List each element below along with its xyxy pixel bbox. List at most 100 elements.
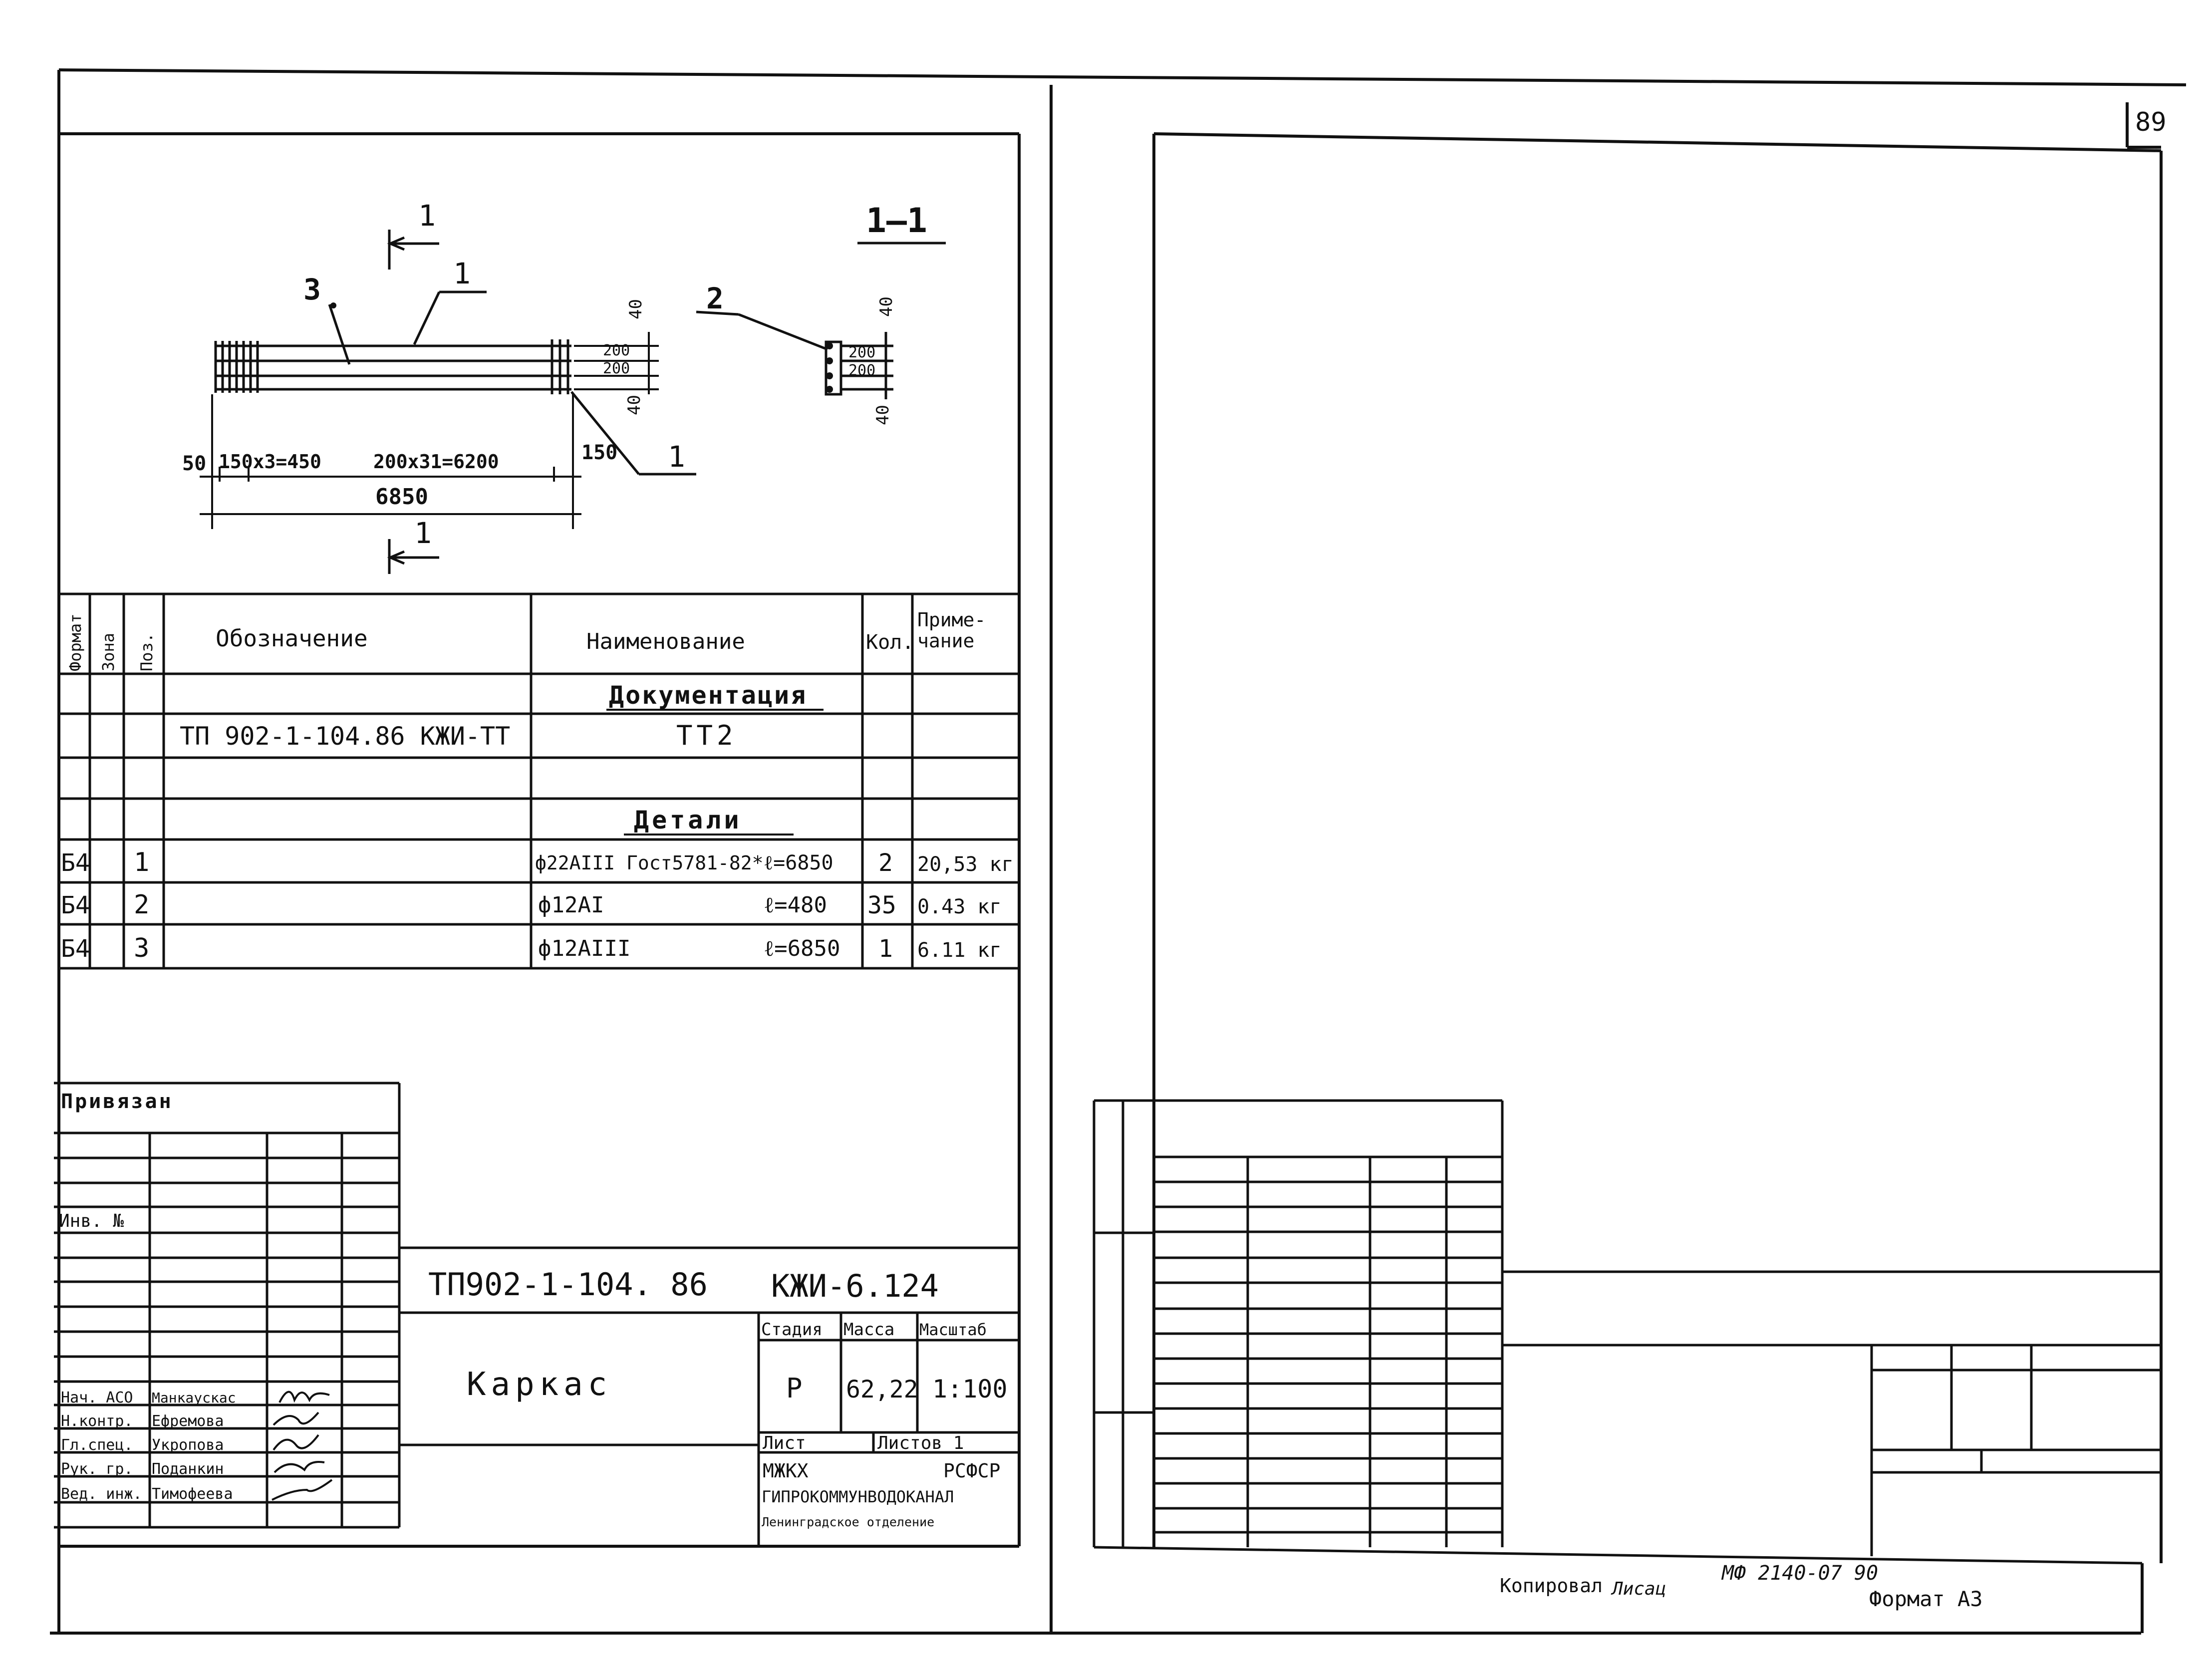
header-zone: Зона — [99, 633, 118, 671]
doc-designation: ТП 902-1-104.86 КЖИ-ТТ — [180, 722, 510, 751]
elevation-vertical-dims — [574, 332, 659, 394]
section-bar-dot — [826, 372, 833, 379]
header-format: Формат — [66, 613, 85, 671]
scale-value: 1:100 — [932, 1375, 1008, 1403]
callout-1-end: 1 — [668, 440, 685, 474]
row-1-qty: 2 — [878, 849, 893, 877]
callout-2-leader — [696, 310, 828, 351]
right-frame — [1152, 132, 2163, 1633]
row-1-format: Б4 — [61, 849, 90, 877]
org-institute: ГИПРОКОММУНВОДОКАНАЛ — [762, 1487, 954, 1506]
dim-elev-40-bot: 40 — [624, 395, 644, 415]
scale-label: Масштаб — [919, 1320, 987, 1339]
bound-label: Привязан — [61, 1090, 173, 1113]
dim-50: 50 — [182, 452, 206, 475]
signature-5 — [272, 1479, 333, 1501]
callout-1-leader — [413, 290, 487, 345]
section-documents: Документация — [609, 681, 807, 710]
mass-label: Масса — [843, 1320, 894, 1340]
row-2-format: Б4 — [61, 891, 90, 919]
format-label: Формат А3 — [1869, 1587, 1983, 1611]
section-bar-dot — [826, 386, 833, 393]
stage-value: Р — [786, 1373, 803, 1404]
row-2-name: ф12АI — [538, 892, 604, 918]
person-5: Тимофеева — [152, 1485, 233, 1503]
signature-2 — [273, 1411, 319, 1426]
section-bar-dot — [826, 342, 833, 349]
callout-2: 2 — [706, 281, 724, 315]
table-row: Б4 3 ф12АIII ℓ=6850 1 6.11 кг — [61, 933, 1002, 963]
end-stirrups-left — [214, 341, 259, 393]
signature-row: Гл.спец. Укропова — [61, 1434, 319, 1454]
section-bar-dot — [826, 357, 833, 364]
person-2: Ефремова — [152, 1412, 224, 1430]
signature-row: Вед. инж. Тимофеева — [61, 1479, 333, 1503]
org-branch: Ленинградское отделение — [762, 1515, 934, 1529]
right-title-block-grid — [1093, 1099, 2161, 1565]
row-3-name: ф12АIII — [538, 936, 630, 961]
row-2-length: ℓ=480 — [764, 892, 827, 918]
header-qty: Кол. — [866, 631, 914, 654]
row-3-qty: 1 — [878, 935, 893, 963]
role-3: Гл.спец. — [61, 1436, 133, 1454]
longitudinal-bars — [215, 344, 571, 391]
dim-200x31: 200x31=6200 — [373, 451, 499, 473]
doc-code: ТП902-1-104. 86 — [428, 1266, 708, 1303]
section-cut-top — [387, 230, 439, 270]
person-1: Манкаускас — [152, 1390, 236, 1406]
header-name: Наименование — [586, 629, 745, 654]
header-pos: Поз. — [137, 633, 156, 671]
callout-3-leader — [328, 304, 351, 365]
cage-drawing: 1 1 3 1 1 — [182, 199, 946, 574]
dim-150x3: 150x3=450 — [219, 451, 321, 473]
header-note: Приме-чание — [917, 609, 986, 652]
signature-1 — [278, 1391, 330, 1403]
copied-label: Копировал — [1500, 1575, 1603, 1597]
dim-sect-200-b: 200 — [848, 362, 875, 379]
row-3-format: Б4 — [61, 935, 90, 963]
person-4: Поданкин — [152, 1460, 224, 1478]
org-republic: РСФСР — [943, 1460, 1000, 1482]
page-number: 89 — [2135, 107, 2167, 137]
header-designation: Обозначение — [216, 625, 368, 652]
spec-table-grid — [59, 592, 1019, 970]
signature-row: Рук. гр. Поданкин — [61, 1460, 325, 1478]
callout-3: 3 — [303, 273, 321, 306]
mass-value: 62,22 — [846, 1376, 918, 1403]
signature-row: Н.контр. Ефремова — [61, 1411, 319, 1430]
org-ministry: МЖКХ — [763, 1460, 809, 1482]
doc-name: ТТ2 — [676, 720, 737, 751]
role-4: Рук. гр. — [61, 1460, 133, 1478]
inv-no-label: Инв. № — [59, 1211, 124, 1231]
row-3-pos: 3 — [134, 933, 149, 963]
stage-label: Стадия — [761, 1320, 823, 1340]
dim-sect-40-top: 40 — [876, 296, 896, 317]
row-2-note: 0.43 кг — [917, 895, 1002, 918]
sheet-label: Лист — [763, 1433, 806, 1453]
row-3-note: 6.11 кг — [917, 939, 1002, 962]
table-row: Б4 1 ф22АIII Гост5781-82* ℓ=6850 2 20,53… — [61, 847, 1014, 877]
dim-sect-40-bot: 40 — [873, 405, 893, 425]
section-details: Детали — [634, 806, 742, 835]
signature-4 — [274, 1461, 325, 1473]
role-2: Н.контр. — [61, 1412, 133, 1430]
person-3: Укропова — [152, 1436, 224, 1454]
dim-elev-40-top: 40 — [626, 299, 646, 319]
section-title: 1—1 — [866, 201, 927, 241]
row-3-length: ℓ=6850 — [764, 936, 840, 961]
row-2-pos: 2 — [134, 890, 149, 920]
doc-reference: МФ 2140-07 90 — [1721, 1562, 1878, 1585]
row-1-name: ф22АIII Гост5781-82* — [535, 852, 764, 874]
page-number-box: 89 — [2126, 102, 2167, 149]
role-1: Нач. АСО — [61, 1389, 133, 1406]
title-block-grid — [54, 1082, 1019, 1546]
section-1-1-stirrup — [825, 332, 893, 399]
elevation-horizontal-dims — [200, 394, 581, 529]
section-cut-top-label: 1 — [418, 199, 436, 233]
sheet-frame — [50, 68, 2187, 1635]
row-1-note: 20,53 кг — [917, 853, 1014, 876]
sheets-label: Листов 1 — [877, 1433, 964, 1453]
dim-6850: 6850 — [375, 484, 428, 510]
dim-150: 150 — [581, 441, 617, 464]
